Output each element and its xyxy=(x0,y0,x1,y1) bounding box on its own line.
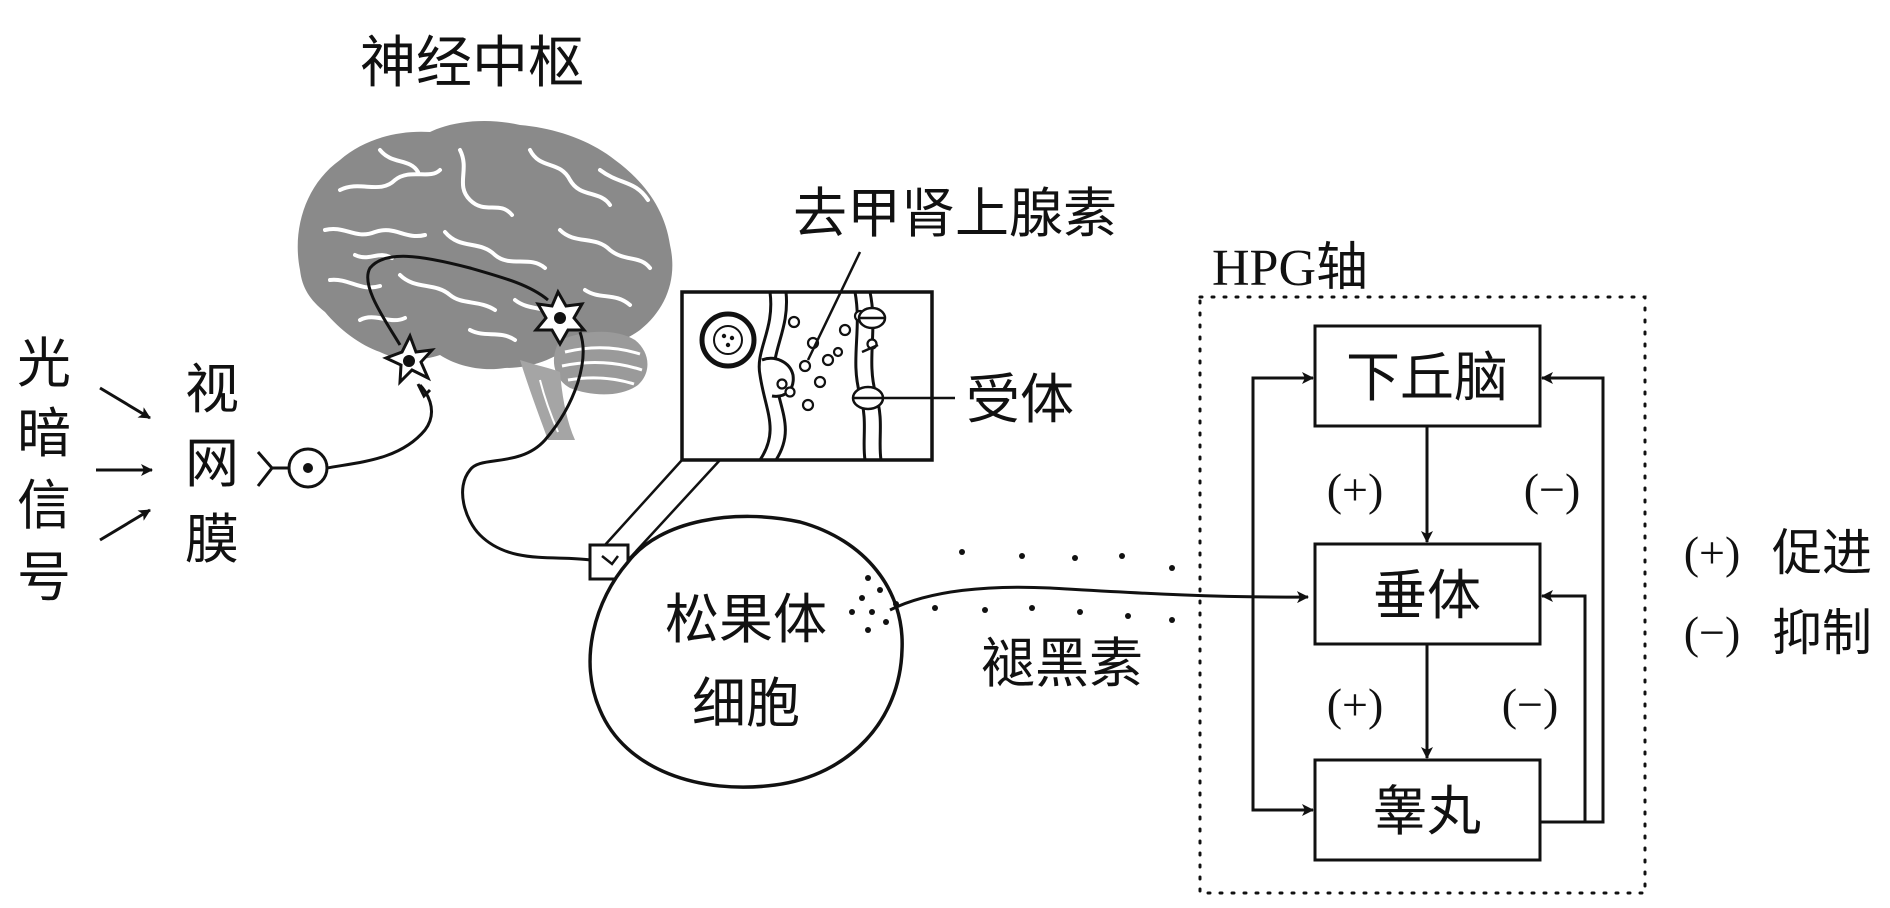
legend-promote-text: 促进 xyxy=(1772,524,1872,582)
synapse-inset xyxy=(680,290,934,462)
zoom-lines xyxy=(604,459,721,561)
hypothalamus-box: 下丘脑 xyxy=(1313,324,1542,428)
hypothalamus-label: 下丘脑 xyxy=(1346,346,1508,409)
pineal-cell xyxy=(588,514,904,789)
brainstem-lines xyxy=(539,379,559,433)
light-arrows xyxy=(96,386,153,542)
testis-hypothalamus-inhibit-sign: (−) xyxy=(1524,464,1581,515)
melatonin-arrow xyxy=(889,585,1309,612)
pineal-cell-label-line2: 细胞 xyxy=(692,672,800,735)
membrane-channel-mark xyxy=(861,343,879,354)
retina-neuron-nucleus xyxy=(303,463,313,473)
pituitary-label: 垂体 xyxy=(1373,564,1481,627)
light-signal-char-3: 信 xyxy=(17,474,71,537)
melatonin-dots xyxy=(849,549,1175,633)
norepinephrine-label: 去甲肾上腺素 xyxy=(793,182,1117,245)
testis-box: 睾丸 xyxy=(1313,758,1542,862)
testis-label: 睾丸 xyxy=(1373,780,1481,843)
synapse-terminal-mark xyxy=(601,555,619,566)
light-signal-char-1: 光 xyxy=(17,332,71,395)
cerebellum-folds xyxy=(561,346,643,386)
presynaptic-membrane-outer xyxy=(757,291,773,461)
light-signal-char-2: 暗 xyxy=(17,402,71,465)
neuron-descending-path xyxy=(461,331,591,562)
pituitary-testis-promote-sign: (+) xyxy=(1327,679,1384,730)
neuron-link-path xyxy=(366,254,549,346)
melatonin-to-hypothalamus-arrow xyxy=(1251,372,1314,596)
light-arrow-upper xyxy=(99,386,151,420)
pineal-cell-label-line1: 松果体 xyxy=(665,588,827,651)
retina-char-2: 网 xyxy=(185,432,239,495)
testis-to-pituitary-feedback-arrow xyxy=(1540,590,1587,824)
testis-pituitary-inhibit-sign: (−) xyxy=(1502,679,1559,730)
receptor-lower xyxy=(851,385,885,411)
neuron-small-tail xyxy=(416,383,432,399)
legend-inhibit-sign: (−) xyxy=(1684,607,1741,658)
retina-neuron-dendrites xyxy=(256,451,274,487)
norepinephrine-pointer xyxy=(806,251,862,361)
retina-neuron xyxy=(256,383,433,489)
light-signal-label: 光 暗 信 号 xyxy=(17,332,71,609)
legend: (+) 促进 (−) 抑制 xyxy=(1684,524,1872,662)
retina-label: 视 网 膜 xyxy=(185,358,239,571)
brain-folds xyxy=(323,148,652,342)
testis-rect xyxy=(1313,758,1542,862)
legend-promote-sign: (+) xyxy=(1684,527,1741,578)
hpg-axis-title: HPG轴 xyxy=(1212,240,1368,297)
retina-char-3: 膜 xyxy=(185,508,239,571)
melatonin-label: 褪黑素 xyxy=(981,632,1143,695)
testis-to-hypothalamus-feedback-arrow xyxy=(1540,372,1605,824)
legend-inhibit-text: 抑制 xyxy=(1772,604,1872,662)
hypothalamus-rect xyxy=(1313,324,1542,428)
receptor-upper xyxy=(857,306,887,330)
mitochondrion-dots xyxy=(721,333,735,348)
light-arrow-lower xyxy=(99,508,151,542)
brain-neurons xyxy=(366,254,591,562)
nerve-center-label: 神经中枢 xyxy=(360,31,584,96)
brain-neuron-nucleus-2 xyxy=(554,312,566,324)
pituitary-box: 垂体 xyxy=(1313,542,1542,646)
brain-neuron-nucleus-1 xyxy=(403,355,415,367)
pituitary-rect xyxy=(1313,542,1542,646)
brain-illustration xyxy=(297,120,673,440)
receptor-label: 受体 xyxy=(966,368,1074,431)
hpg-axis-frame xyxy=(1198,295,1647,895)
retina-neuron-axon xyxy=(326,383,433,470)
retina-char-1: 视 xyxy=(185,358,239,421)
melatonin-to-testis-arrow xyxy=(1251,596,1314,816)
hypothalamus-pituitary-promote-sign: (+) xyxy=(1327,464,1384,515)
light-signal-char-4: 号 xyxy=(17,546,71,609)
mitochondrion-inner xyxy=(713,325,743,355)
